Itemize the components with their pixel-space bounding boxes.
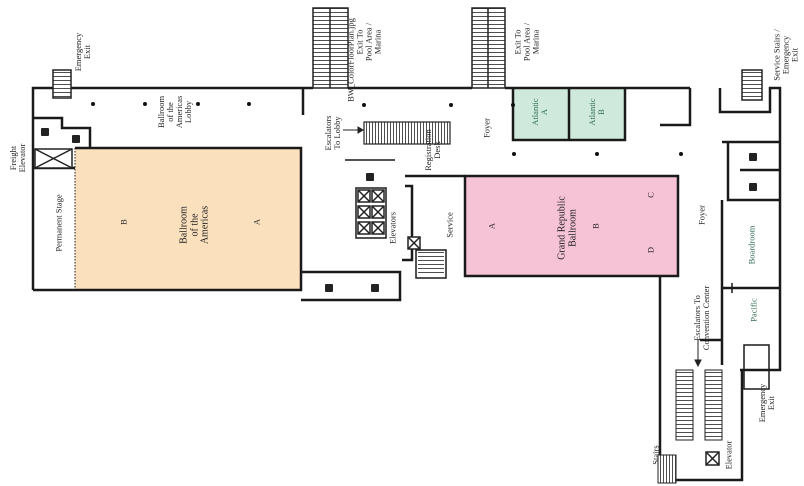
permanent-stage-label: Permanent Stage: [53, 194, 64, 252]
escalators-to-lobby: [363, 121, 451, 145]
atlantic-a-fill[interactable]: [513, 88, 569, 140]
overlay-filename-text: BW_ColorFloorPlan.jpg: [345, 18, 356, 102]
service-label: Service: [444, 212, 455, 238]
columns: [91, 102, 683, 156]
grand-republic-section-b: B: [590, 223, 601, 229]
grand-republic-section-d: D: [645, 246, 656, 254]
elevator-label: Elevator: [723, 440, 734, 470]
americas-section-b: B: [118, 219, 129, 225]
foyer-top-label: Foyer: [481, 118, 492, 138]
pacific-label[interactable]: Pacific: [748, 298, 759, 322]
boardroom-label[interactable]: Boardroom: [746, 225, 757, 265]
stairs-label: Stairs: [650, 445, 661, 465]
service-stair-middle: [418, 252, 444, 276]
americas-section-a: A: [251, 218, 262, 226]
elevators-label: Elevators: [387, 211, 398, 245]
escalator-cc-1: [675, 369, 694, 441]
grand-republic-section-a: A: [486, 222, 497, 230]
americas-ballroom-fill[interactable]: [75, 148, 301, 290]
grand-republic-section-c: C: [645, 192, 656, 198]
service-stair-right: [741, 69, 763, 101]
stairs-bottom: [657, 454, 677, 484]
emergency-stair-left: [52, 69, 72, 99]
atlantic-b-fill[interactable]: [569, 88, 625, 140]
escalator-cc-2: [704, 369, 723, 441]
foyer-right-label: Foyer: [696, 205, 707, 225]
restroom-icons: [41, 128, 757, 292]
grand-republic-fill[interactable]: [465, 176, 678, 276]
